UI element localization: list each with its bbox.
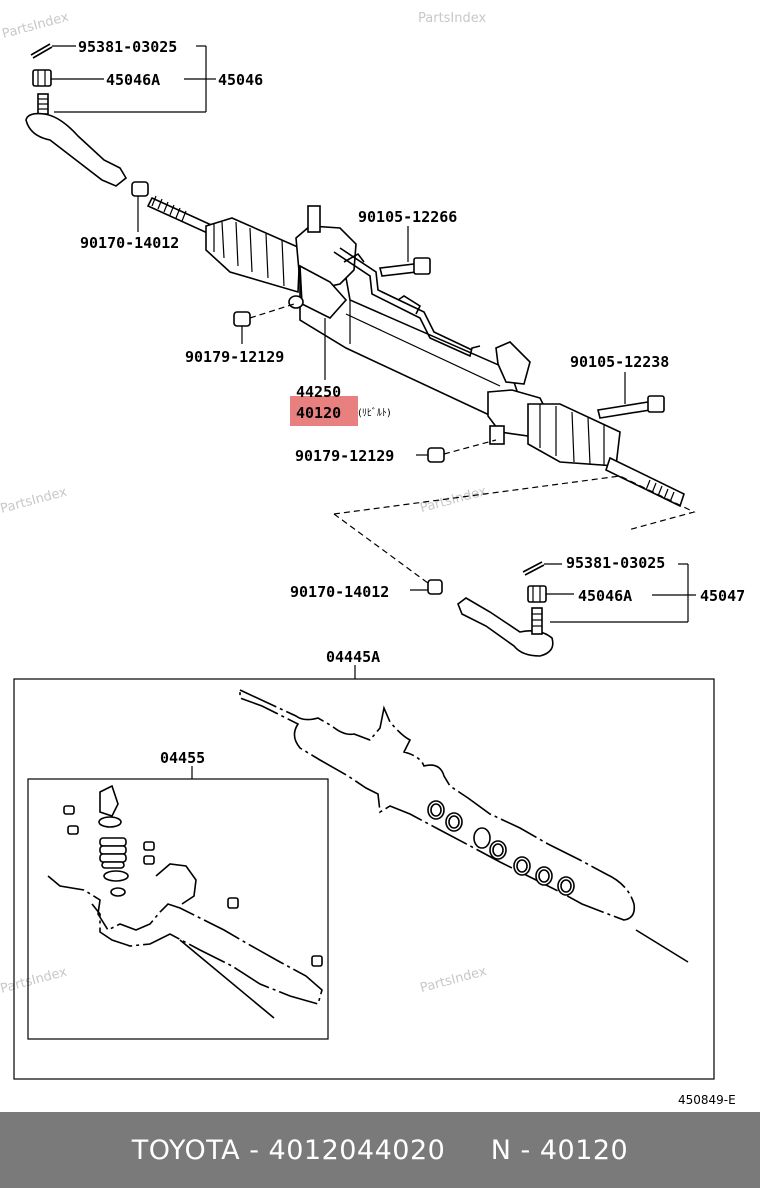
label-90170-lower: 90170-14012 bbox=[290, 583, 389, 601]
castle-nut-upper bbox=[32, 69, 52, 87]
label-45047: 45047 bbox=[700, 587, 745, 605]
label-40120: 40120 bbox=[296, 404, 341, 422]
watermark: PartsIndex bbox=[418, 484, 488, 516]
label-04455: 04455 bbox=[160, 749, 205, 767]
label-90105-12266: 90105-12266 bbox=[358, 208, 457, 226]
lock-nut-lower bbox=[427, 579, 443, 595]
label-44250: 44250 bbox=[296, 383, 341, 401]
bolt-upper bbox=[379, 257, 431, 277]
label-90170-upper: 90170-14012 bbox=[80, 234, 179, 252]
lock-nut-upper bbox=[131, 181, 149, 197]
label-95381-lower: 95381-03025 bbox=[566, 554, 665, 572]
nut-right bbox=[427, 447, 445, 463]
watermark: PartsIndex bbox=[418, 964, 488, 996]
highlight-box bbox=[290, 396, 358, 426]
seal-kit-outline bbox=[47, 784, 323, 1019]
watermark: PartsIndex bbox=[0, 965, 69, 997]
figure-code: 450849-E bbox=[678, 1093, 736, 1107]
label-45046: 45046 bbox=[218, 71, 263, 89]
watermark: PartsIndex bbox=[0, 485, 69, 517]
label-45046A-lower: 45046A bbox=[578, 587, 632, 605]
tie-rod-end-upper bbox=[25, 93, 128, 187]
footer-text: TOYOTA - 4012044020 N - 40120 bbox=[131, 1134, 629, 1166]
cotter-pin-lower bbox=[522, 561, 545, 576]
label-40120-note: (ﾘﾋﾞﾙﾄ) bbox=[358, 407, 391, 419]
steering-rack-assembly bbox=[146, 195, 685, 508]
parts-diagram: PartsIndex PartsIndex PartsIndex PartsIn… bbox=[0, 10, 745, 1107]
watermark: PartsIndex bbox=[418, 11, 487, 26]
cotter-pin-upper bbox=[30, 43, 53, 59]
label-45046A-upper: 45046A bbox=[106, 71, 160, 89]
bolt-right bbox=[597, 395, 665, 419]
nut-left bbox=[233, 311, 251, 327]
kit-inner-box bbox=[27, 778, 329, 1040]
kit-outer-box bbox=[13, 678, 715, 1080]
castle-nut-lower bbox=[527, 585, 547, 603]
label-04445A: 04445A bbox=[326, 648, 380, 666]
watermark: PartsIndex bbox=[1, 10, 71, 42]
label-95381-upper: 95381-03025 bbox=[78, 38, 177, 56]
gasket-kit-outline bbox=[239, 688, 689, 963]
footer-bar: TOYOTA - 4012044020 N - 40120 bbox=[0, 1112, 760, 1188]
label-90105-12238: 90105-12238 bbox=[570, 353, 669, 371]
label-90179-left: 90179-12129 bbox=[185, 348, 284, 366]
label-90179-right: 90179-12129 bbox=[295, 447, 394, 465]
tie-rod-end-lower bbox=[457, 597, 554, 657]
